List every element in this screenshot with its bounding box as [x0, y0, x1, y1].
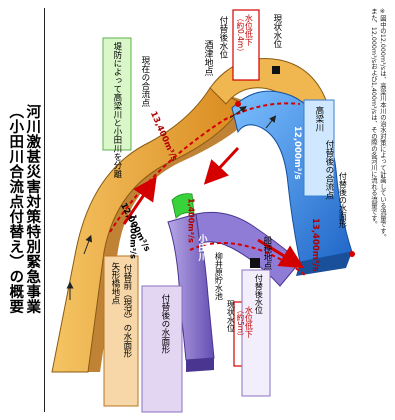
label-after-level-2: 付替後水位	[254, 274, 264, 314]
note-line-2: また、12,000m³/sおよび1,400m³/sは、その際の各河川に流れる流量…	[369, 8, 377, 228]
label-water-drop-top: 水位低下	[244, 14, 254, 46]
title-line-1: 河川激甚災害対策特別緊急事業	[24, 104, 41, 314]
flow-1400-b: 1,400m³/s	[128, 214, 138, 259]
label-separation-levee: 堤防によって高梁川と小田川を分離	[111, 42, 122, 178]
title-line-2: （小田川合流点付替え）の概要	[7, 104, 24, 314]
label-mouth-point: 酒津地点	[202, 40, 213, 76]
current-level-line-odagawa	[189, 242, 307, 277]
flow-13400-b: 13,400m³/s	[309, 218, 320, 272]
flow-12000-b: 12,000m³/s	[291, 126, 302, 180]
note-line-1: ※図中の12,000m³/sは、高梁川本川の治水対策によって計画している流量です…	[378, 8, 386, 241]
current-level-line-top	[109, 102, 301, 233]
label-water-drop-small: 水位低下	[244, 306, 254, 338]
separation-levee	[171, 193, 195, 219]
odagawa-face	[186, 358, 214, 372]
label-current-level-2: 現状水位	[226, 300, 236, 332]
new-channel-face	[296, 252, 352, 276]
label-water-drop-top-amount: （約0.4m）	[235, 14, 245, 56]
label-current-level-top: 現状水位	[271, 14, 282, 48]
flow-1400-a: 1,400m³/s	[186, 198, 196, 243]
label-yagata-point: 矢形橋地点	[109, 262, 120, 305]
label-future-confluence: 付替後の合流点	[323, 140, 334, 200]
label-water-drop-small-amount: （約5m）	[235, 306, 245, 341]
label-funaho-point: 船穂地点	[261, 236, 272, 270]
label-takahashi-river: 高梁川	[313, 106, 324, 132]
label-odagawa-river: 小田川	[196, 234, 207, 261]
label-current-confluence: 現在の合流点	[139, 56, 150, 107]
title-panel: 河川激甚災害対策特別緊急事業 （小田川合流点付替え）の概要	[4, 8, 45, 412]
label-after-level-top: 付替後水位	[217, 16, 228, 59]
label-after-surface-2: 付替後の水面形	[338, 172, 348, 228]
label-yanai-point: 柳井原貯水池	[214, 252, 224, 300]
label-before-surface: 付替前（現況）の水面形	[121, 264, 132, 358]
label-after-surface: 付替後の水面形	[159, 294, 170, 354]
